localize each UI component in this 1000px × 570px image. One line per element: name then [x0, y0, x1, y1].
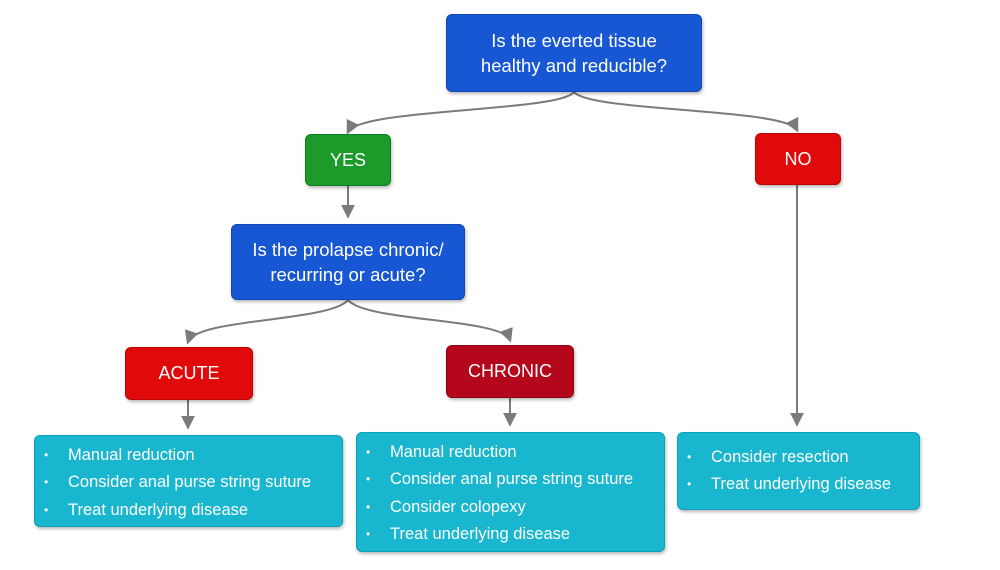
question-everted-tissue: Is the everted tissue healthy and reduci…: [446, 14, 702, 92]
question-everted-tissue-line1: Is the everted tissue: [491, 30, 657, 51]
bullet-icon: •: [44, 475, 49, 490]
bullet-icon: •: [44, 448, 49, 462]
arrow-q2-to-acute: [184, 299, 349, 345]
list-item: •Manual reduction: [35, 442, 311, 469]
list-item: •Consider resection: [678, 444, 891, 471]
acute-node: ACUTE: [125, 347, 253, 400]
bullet-icon: •: [366, 472, 371, 487]
bullet-icon: •: [687, 477, 692, 492]
no-actions-box: •Consider resection •Treat underlying di…: [677, 432, 920, 510]
list-item: •Treat underlying disease: [678, 471, 891, 498]
bullet-icon: •: [366, 526, 371, 541]
chronic-node: CHRONIC: [446, 345, 574, 398]
question-everted-tissue-line2: healthy and reducible?: [480, 55, 668, 76]
bullet-icon: •: [687, 450, 692, 464]
arrow-q1-to-no: [573, 91, 799, 133]
acute-actions-box: •Manual reduction •Consider anal purse s…: [34, 435, 343, 527]
list-item: •Consider anal purse string suture: [35, 469, 311, 496]
bullet-icon: •: [366, 445, 371, 459]
list-item: •Consider anal purse string suture: [357, 466, 633, 493]
question-prolapse-type-line1: Is the prolapse chronic/: [252, 239, 444, 260]
list-item: •Manual reduction: [357, 439, 633, 466]
question-prolapse-type: Is the prolapse chronic/ recurring or ac…: [231, 224, 465, 300]
yes-node: YES: [305, 134, 391, 186]
list-item: •Treat underlying disease: [357, 521, 633, 548]
list-item: •Treat underlying disease: [35, 497, 311, 524]
question-prolapse-type-line2: recurring or acute?: [270, 264, 426, 285]
no-node: NO: [755, 133, 841, 185]
arrow-q2-to-chronic: [347, 299, 513, 343]
chronic-actions-box: •Manual reduction •Consider anal purse s…: [356, 432, 665, 552]
list-item: •Consider colopexy: [357, 494, 633, 521]
bullet-icon: •: [44, 502, 49, 517]
bullet-icon: •: [366, 499, 371, 514]
arrow-q1-to-yes: [346, 91, 575, 135]
